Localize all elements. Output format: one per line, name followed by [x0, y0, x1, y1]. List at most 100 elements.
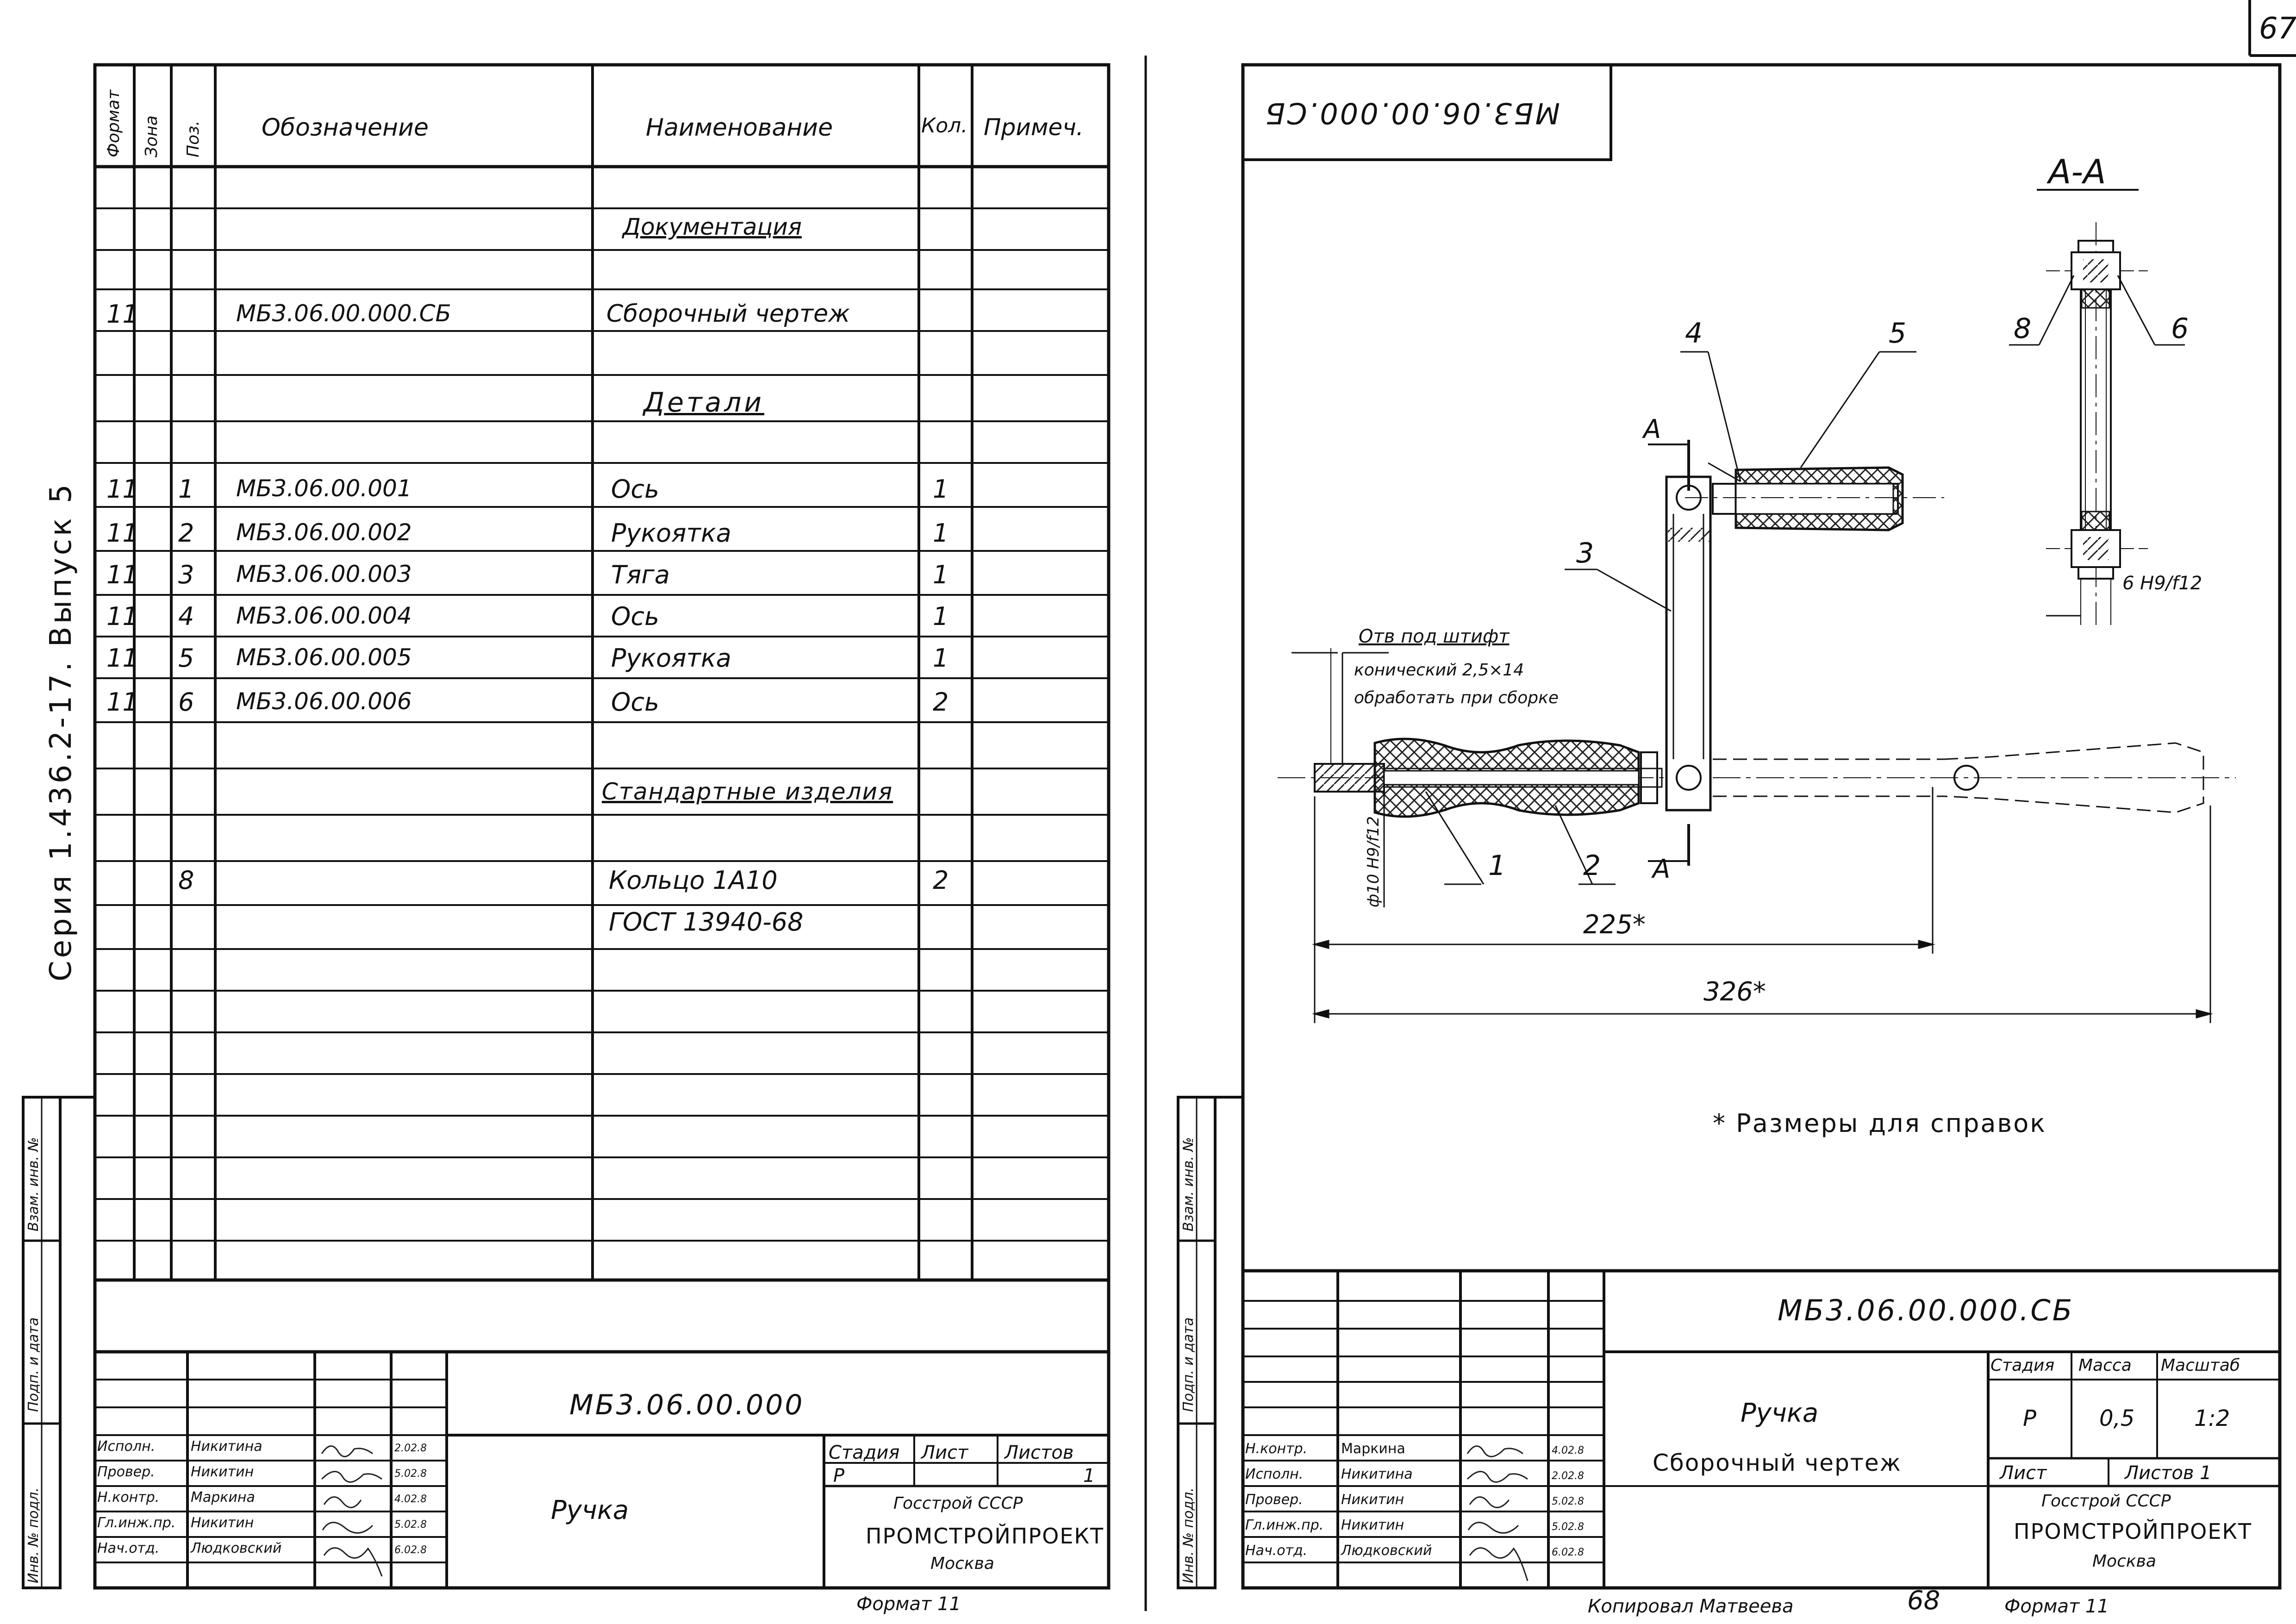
left-org3: Москва [930, 1554, 994, 1573]
row-designation: МБ3.06.00.001 [236, 475, 412, 502]
stamp-podp-label: Подп. и дата [25, 1317, 42, 1412]
right-title-code: МБ3.06.00.000.СБ [1778, 1293, 2074, 1327]
dim-225: 225* [1583, 910, 1646, 940]
right-title-block-grid [1243, 1269, 2280, 1588]
left-stage-value: Р [833, 1465, 845, 1487]
right-date: 2.02.8 [1552, 1470, 1584, 1482]
row-format: 11 [106, 643, 138, 673]
header-zone: Зона [142, 115, 161, 157]
stamp-vzam-label: Взам. инв. № [25, 1137, 42, 1231]
header-name: Наименование [646, 114, 833, 142]
dim-diameter: ф10 H9/f12 [1364, 816, 1383, 907]
callout-6: 6 [2171, 312, 2189, 345]
left-date: 6.02.8 [394, 1544, 427, 1556]
row-qty: 1 [933, 475, 949, 504]
left-title-name: Ручка [551, 1495, 629, 1525]
row-name: ГОСТ 13940-68 [609, 907, 804, 937]
right-side-stamp-grid [1177, 1096, 1243, 1589]
left-role: Провер. [97, 1464, 155, 1480]
row-name: Рукоятка [611, 518, 731, 548]
assembly-drawing [1278, 189, 2236, 1023]
right-date: 4.02.8 [1552, 1445, 1584, 1456]
cut-mark-top: А [1643, 414, 1661, 444]
right-role: Провер. [1245, 1492, 1303, 1508]
right-mass-value: 0,5 [2099, 1405, 2135, 1431]
hole-note-1: Отв под штифт [1359, 626, 1510, 647]
dim-326: 326* [1703, 977, 1766, 1007]
header-format: Формат [104, 89, 123, 157]
row-designation: МБ3.06.00.006 [236, 688, 412, 715]
row-designation: МБ3.06.00.000.СБ [236, 300, 451, 327]
callout-1: 1 [1488, 849, 1506, 882]
right-name: Никитина [1341, 1466, 1413, 1482]
callout-2: 2 [1583, 849, 1601, 882]
copied-by: Копировал Матвеева [1588, 1596, 1794, 1617]
callout-3: 3 [1576, 537, 1594, 569]
right-role: Нач.отд. [1245, 1543, 1308, 1559]
row-designation: МБ3.06.00.004 [236, 602, 412, 629]
left-date: 5.02.8 [394, 1468, 427, 1480]
row-designation: МБ3.06.00.003 [236, 561, 412, 587]
spec-table-grid [93, 63, 1111, 1590]
row-name: Ось [611, 602, 660, 631]
right-sheet-label: Лист [2000, 1462, 2047, 1484]
left-role: Н.контр. [97, 1489, 160, 1505]
row-pos: 3 [178, 560, 194, 589]
left-date: 5.02.8 [394, 1519, 427, 1530]
right-org2: ПРОМСТРОЙПРОЕКТ [2014, 1519, 2252, 1544]
right-org3: Москва [2092, 1552, 2156, 1571]
row-format: 11 [106, 560, 138, 589]
right-name: Никитин [1341, 1492, 1404, 1508]
footer-number: 68 [1907, 1586, 1940, 1616]
stamp-vzam-label-right: Взам. инв. № [1180, 1137, 1197, 1231]
stamp-inv-label-right: Инв. № подл. [1180, 1487, 1197, 1583]
row-pos: 4 [178, 602, 194, 631]
row-name: Сборочный чертеж [606, 300, 850, 328]
row-qty: 2 [933, 687, 949, 717]
dim-6: 6 H9/f12 [2122, 573, 2202, 594]
left-name: Никитина [191, 1438, 262, 1455]
left-org2: ПРОМСТРОЙПРОЕКТ [866, 1524, 1104, 1549]
right-scale-label: Масштаб [2161, 1356, 2240, 1375]
header-pos: Поз. [184, 120, 203, 157]
left-name: Маркина [191, 1489, 255, 1505]
right-sheets-label: Листов 1 [2125, 1462, 2212, 1484]
right-name: Маркина [1341, 1441, 1405, 1457]
stamp-podp-label-right: Подп. и дата [1180, 1317, 1197, 1412]
row-format: 11 [106, 475, 138, 504]
section-a-a [2009, 189, 2185, 625]
row-qty: 2 [933, 866, 949, 895]
left-title-code: МБ3.06.00.000 [569, 1389, 805, 1421]
left-sheets-label: Листов [1004, 1442, 1074, 1463]
right-date: 5.02.8 [1552, 1496, 1584, 1507]
hole-note-2: конический 2,5×14 [1354, 661, 1524, 680]
row-pos: 1 [178, 475, 194, 504]
row-format: 11 [106, 518, 138, 548]
section-details: Детали [643, 387, 765, 418]
row-designation: МБ3.06.00.005 [236, 644, 412, 671]
cut-mark-bottom: А [1653, 854, 1671, 884]
right-role: Гл.инж.пр. [1245, 1517, 1324, 1533]
header-note: Примеч. [984, 114, 1084, 141]
callout-4: 4 [1685, 317, 1703, 350]
callout-5: 5 [1889, 317, 1907, 350]
right-name: Людковский [1341, 1543, 1432, 1559]
right-format-note: Формат 11 [2004, 1596, 2109, 1617]
right-role: Исполн. [1245, 1466, 1304, 1482]
left-sheet-label: Лист [921, 1442, 968, 1463]
row-name: Кольцо 1А10 [609, 866, 778, 895]
right-mass-label: Масса [2078, 1356, 2132, 1375]
left-role: Исполн. [97, 1438, 156, 1455]
left-name: Никитин [191, 1464, 254, 1480]
row-name: Рукоятка [611, 643, 731, 673]
right-sheet-frame [1241, 63, 2282, 1590]
row-name: Тяга [611, 560, 670, 589]
right-date: 5.02.8 [1552, 1521, 1584, 1533]
row-name: Ось [611, 475, 660, 504]
left-title-block-grid [95, 1352, 1109, 1588]
series-label: Серия 1.436.2-17. Выпуск 5 [44, 481, 78, 981]
section-documentation: Документация [623, 213, 802, 240]
stamp-inv-label: Инв. № подл. [25, 1487, 42, 1583]
row-pos: 8 [178, 866, 194, 895]
header-designation: Обозначение [262, 114, 429, 142]
